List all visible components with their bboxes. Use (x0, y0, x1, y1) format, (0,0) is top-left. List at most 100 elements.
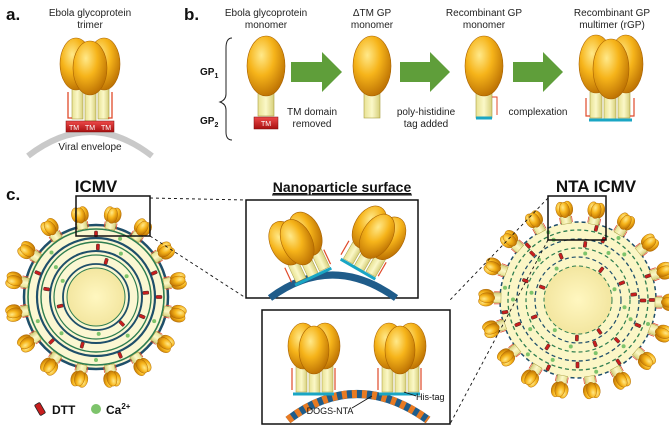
stage-3-line1: Recombinant GP (446, 8, 522, 19)
ca-marker (49, 250, 54, 255)
dtt-marker (34, 270, 42, 276)
dtt-marker (544, 343, 551, 351)
stage-1-tm-label: TM (261, 121, 271, 128)
ca-marker (628, 317, 633, 322)
dtt-marker (514, 321, 522, 327)
dtt-marker (79, 341, 85, 349)
inset-icmv-surface (245, 199, 419, 301)
zoom-lines (149, 197, 549, 425)
ca-marker (646, 322, 650, 326)
ca-marker (621, 344, 626, 349)
dtt-marker (639, 298, 647, 303)
icmv-particle (4, 195, 188, 389)
dtt-marker (545, 364, 551, 372)
panel-c-letter: c. (6, 185, 20, 204)
panel-a-title-line1: Ebola glycoprotein (49, 8, 131, 19)
dtt-marker (592, 340, 598, 348)
gp-bracket (218, 37, 233, 141)
his-tag-label: His-tag (416, 392, 445, 402)
dtt-marker (575, 334, 579, 342)
viral-envelope-label: Viral envelope (58, 142, 122, 153)
surface-gp (584, 200, 607, 227)
dtt-marker (142, 290, 150, 295)
ca-marker (550, 357, 555, 362)
dtt-marker (155, 295, 163, 299)
dtt-marker (618, 280, 626, 286)
ca-marker (96, 331, 101, 336)
dtt-marker (530, 314, 538, 320)
ca-marker (60, 278, 65, 283)
gp-monomer-full (246, 35, 286, 130)
dtt-legend-icon (34, 402, 46, 416)
dtt-marker (630, 292, 637, 297)
panel-a-letter: a. (6, 5, 20, 24)
ca-marker (525, 352, 530, 357)
step-2-line1: poly-histidine (397, 107, 456, 118)
legend-dtt-label: DTT (52, 403, 76, 417)
ca-marker (622, 305, 627, 310)
dtt-marker (558, 252, 564, 260)
tm-domain-band (65, 120, 115, 133)
surface-gp (477, 288, 502, 307)
ca-marker (594, 369, 599, 374)
stage-4-line2: multimer (rGP) (579, 20, 645, 31)
dtt-marker (598, 266, 605, 274)
gp-monomer-recombinant (464, 35, 504, 120)
ca-marker (529, 290, 534, 295)
dtt-marker (103, 258, 109, 265)
dtt-marker (596, 328, 603, 335)
dtt-marker (501, 310, 509, 315)
ca-marker (554, 266, 559, 271)
surface-gp (654, 293, 669, 312)
ca-marker (622, 252, 627, 257)
nta-icmv-particle (477, 195, 669, 401)
ca-marker (606, 251, 611, 255)
dogs-nta-label: DOGS-NTA (307, 406, 354, 416)
ca-marker (152, 319, 157, 324)
nanoparticle-surface-title: Nanoparticle surface (273, 179, 412, 195)
surface-gp (549, 373, 572, 400)
dtt-marker (117, 351, 123, 359)
trimer-glycoprotein (59, 37, 121, 133)
arrow-step-1 (291, 52, 342, 92)
dtt-marker (529, 250, 536, 257)
arrow-step-3 (513, 52, 563, 92)
ca-marker (552, 328, 557, 333)
nta-icmv-markers (501, 224, 656, 374)
panel-a: a. Ebola glycoprotein trimer TM TM TM Vi… (6, 5, 154, 159)
stage-4-line1: Recombinant GP (574, 8, 650, 19)
nta-zoom-box (547, 195, 607, 241)
dtt-marker (56, 303, 64, 309)
tm-label-2: TM (85, 125, 95, 132)
gp2-label: GP2 (200, 116, 218, 129)
gp1-label: GP1 (200, 67, 218, 80)
step-1-line1: TM domain (287, 107, 337, 118)
ca-marker (616, 236, 621, 240)
dtt-marker (118, 320, 125, 327)
dtt-marker (538, 284, 546, 290)
icmv-ca-dtt-markers (34, 230, 163, 362)
tm-label-1: TM (69, 125, 79, 132)
ca-marker (537, 257, 541, 262)
ca-marker (528, 327, 533, 332)
ca-marker (511, 297, 515, 302)
dtt-marker (524, 242, 531, 249)
ca-marker (94, 358, 98, 362)
arrow-step-2 (400, 52, 450, 92)
dtt-marker (522, 278, 529, 284)
step-1-line2: removed (293, 119, 332, 130)
dtt-marker (150, 270, 158, 276)
icmv-title: ICMV (75, 177, 118, 196)
rgp-multimer (578, 34, 644, 122)
ca-marker (59, 331, 64, 336)
surface-gp (580, 374, 602, 401)
ca-marker (118, 251, 123, 256)
dtt-marker (96, 243, 100, 251)
dtt-marker (583, 241, 588, 248)
dtt-marker (48, 338, 55, 345)
dtt-marker (575, 361, 580, 369)
stage-3-line2: monomer (463, 20, 506, 31)
dtt-marker (648, 298, 656, 302)
stage-1-line2: monomer (245, 20, 288, 31)
